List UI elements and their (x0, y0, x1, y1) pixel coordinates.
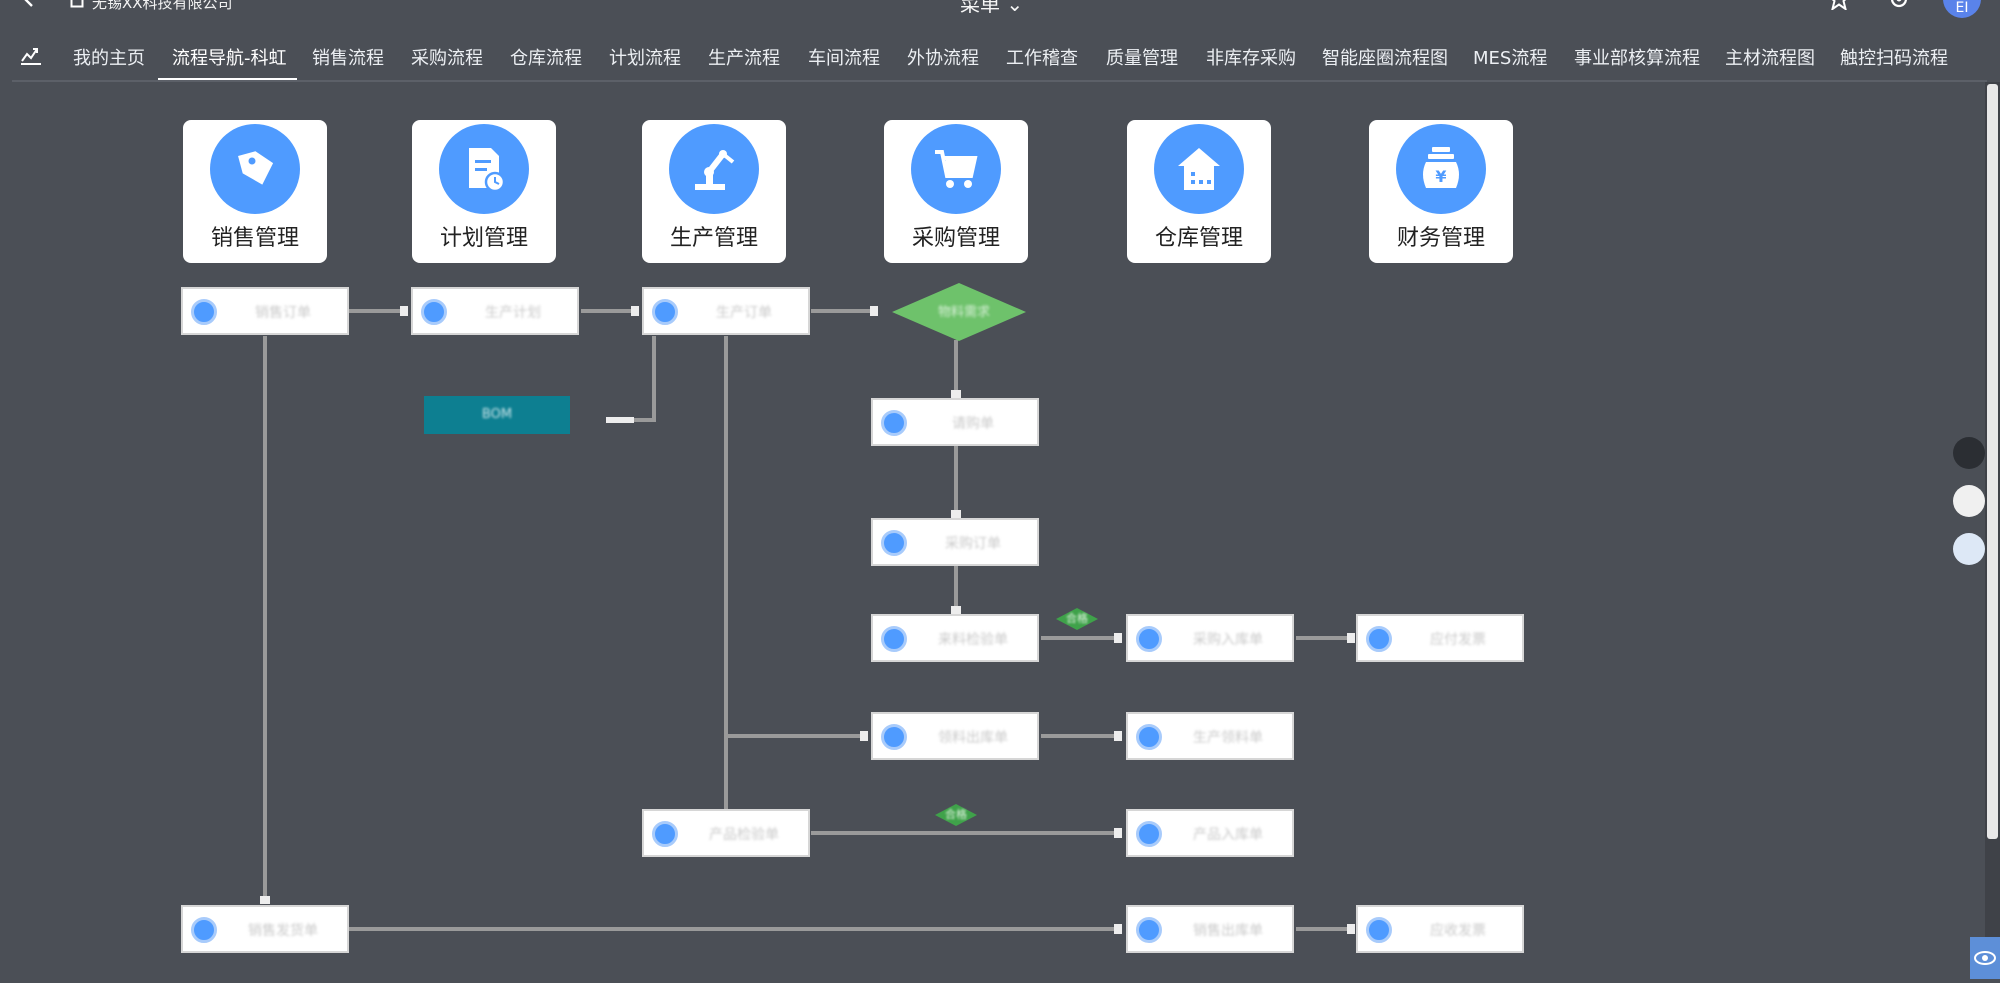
star-icon[interactable] (1828, 0, 1850, 10)
plan-doc-icon (439, 124, 529, 214)
tab-bar-divider (12, 80, 1987, 82)
chart-trend-icon[interactable] (20, 45, 42, 65)
tab-main-material-flow[interactable]: 主材流程图 (1725, 48, 1815, 69)
node-dot-icon (881, 724, 907, 750)
node-purchase-request[interactable]: 请购单 (871, 398, 1039, 446)
node-ar-invoice[interactable]: 应收发票 (1356, 905, 1524, 953)
active-tab-indicator (158, 78, 297, 81)
tab-workshop-flow[interactable]: 车间流程 (808, 48, 880, 69)
bom-button[interactable]: BOM (424, 396, 570, 434)
node-dot-icon (881, 530, 907, 556)
module-sales-management[interactable]: 销售管理 (183, 120, 327, 263)
settings-gear-icon[interactable] (1888, 0, 1910, 10)
node-production-material[interactable]: 生产领料单 (1126, 712, 1294, 760)
node-sales-outbound[interactable]: 销售出库单 (1126, 905, 1294, 953)
tab-non-stock-purchase[interactable]: 非库存采购 (1206, 48, 1296, 69)
pass-badge: 合格 (935, 804, 977, 826)
node-dot-icon (1136, 821, 1162, 847)
tab-sales-flow[interactable]: 销售流程 (312, 48, 384, 69)
node-dot-icon (1136, 626, 1162, 652)
node-dot-icon (191, 917, 217, 943)
cart-icon (911, 124, 1001, 214)
tab-quality-management[interactable]: 质量管理 (1106, 48, 1178, 69)
node-purchase-receipt[interactable]: 采购入库单 (1126, 614, 1294, 662)
vertical-scrollbar-thumb[interactable] (1987, 84, 1998, 839)
tab-smart-seat-flow[interactable]: 智能座圈流程图 (1322, 48, 1448, 69)
node-dot-icon (191, 299, 217, 325)
node-dot-icon (421, 299, 447, 325)
node-dot-icon (1366, 626, 1392, 652)
node-production-order[interactable]: 生产订单 (642, 287, 810, 335)
tab-work-audit[interactable]: 工作稽查 (1006, 48, 1078, 69)
node-dot-icon (652, 299, 678, 325)
money-bag-icon: ¥ (1396, 124, 1486, 214)
warehouse-icon (1154, 124, 1244, 214)
menu-title[interactable]: 菜单 ⌄ (960, 0, 1024, 16)
page-indicator-dot-2[interactable] (1953, 485, 1985, 517)
module-production-management[interactable]: 生产管理 (642, 120, 786, 263)
node-dot-icon (881, 626, 907, 652)
user-avatar[interactable]: EI (1943, 0, 1981, 18)
node-dot-icon (1136, 724, 1162, 750)
node-dot-icon (1366, 917, 1392, 943)
tab-touch-scan-flow[interactable]: 触控扫码流程 (1840, 48, 1948, 69)
node-sales-order[interactable]: 销售订单 (181, 287, 349, 335)
node-product-inspection[interactable]: 产品检验单 (642, 809, 810, 857)
node-purchase-order[interactable]: 采购订单 (871, 518, 1039, 566)
page-indicator-dot-3[interactable] (1953, 533, 1985, 565)
document-icon (70, 0, 84, 8)
svg-text:¥: ¥ (1435, 167, 1446, 186)
tab-flow-navigation[interactable]: 流程导航-科虹 (172, 48, 287, 69)
tab-my-home[interactable]: 我的主页 (73, 48, 145, 69)
node-dot-icon (1136, 917, 1162, 943)
node-material-issue[interactable]: 领料出库单 (871, 712, 1039, 760)
module-purchase-management[interactable]: 采购管理 (884, 120, 1028, 263)
company-name: 无锡XX科技有限公司 (92, 0, 233, 12)
decision-label: 物料需求 (937, 305, 990, 320)
node-production-plan[interactable]: 生产计划 (411, 287, 579, 335)
tab-plan-flow[interactable]: 计划流程 (609, 48, 681, 69)
node-sales-delivery[interactable]: 销售发货单 (181, 905, 349, 953)
pass-badge: 合格 (1056, 608, 1098, 630)
node-ap-invoice[interactable]: 应付发票 (1356, 614, 1524, 662)
eye-icon[interactable] (1970, 937, 2000, 979)
node-product-receipt[interactable]: 产品入库单 (1126, 809, 1294, 857)
module-finance-management[interactable]: ¥ 财务管理 (1369, 120, 1513, 263)
node-dot-icon (881, 410, 907, 436)
robot-arm-icon (669, 124, 759, 214)
page-indicator-dot-1[interactable] (1953, 437, 1985, 469)
tab-purchase-flow[interactable]: 采购流程 (411, 48, 483, 69)
material-demand-decision[interactable] (890, 281, 1028, 343)
node-incoming-inspection[interactable]: 来料检验单 (871, 614, 1039, 662)
module-plan-management[interactable]: 计划管理 (412, 120, 556, 263)
tab-division-accounting-flow[interactable]: 事业部核算流程 (1574, 48, 1700, 69)
tab-mes-flow[interactable]: MES流程 (1473, 48, 1548, 69)
module-warehouse-management[interactable]: 仓库管理 (1127, 120, 1271, 263)
tab-production-flow[interactable]: 生产流程 (708, 48, 780, 69)
tag-icon (210, 124, 300, 214)
back-arrow-icon[interactable] (20, 0, 38, 8)
node-dot-icon (652, 821, 678, 847)
tab-warehouse-flow[interactable]: 仓库流程 (510, 48, 582, 69)
tab-outsourcing-flow[interactable]: 外协流程 (907, 48, 979, 69)
